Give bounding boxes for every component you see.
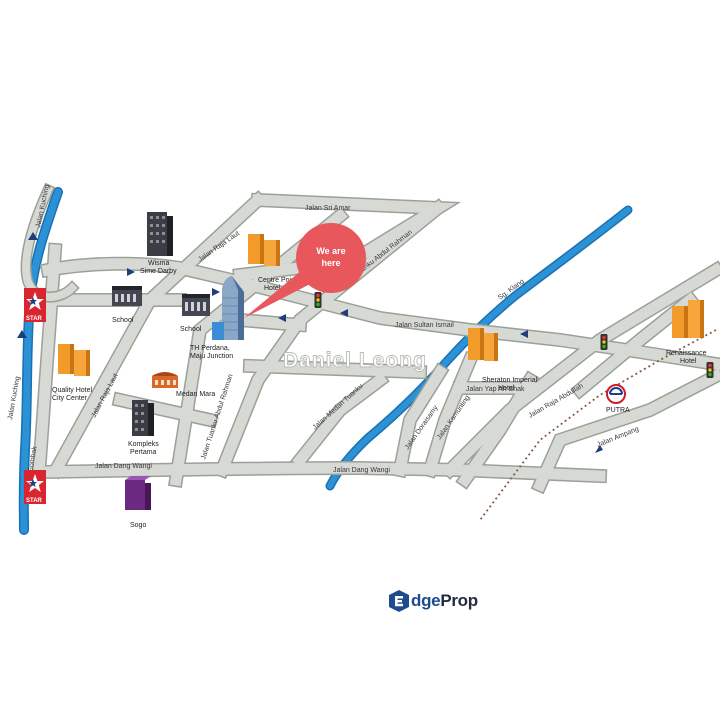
svg-text:STAR: STAR <box>26 498 43 504</box>
edgeprop-logo-text: dgeProp <box>411 591 478 610</box>
label-jalan-kuching-left: Jalan Kuching <box>7 376 22 421</box>
watermark: Daniel Leong <box>283 349 427 372</box>
svg-text:Sogo: Sogo <box>130 522 146 529</box>
label-jalan-dang-wangi-left: Jalan Dang Wangi <box>95 463 152 470</box>
svg-text:Quality Hotel: Quality Hotel <box>52 387 93 394</box>
svg-text:We are: We are <box>316 246 345 256</box>
svg-text:City Center: City Center <box>52 395 88 402</box>
building-school-left: School <box>112 286 142 324</box>
building-quality-hotel: Quality Hotel City Center <box>52 344 93 402</box>
svg-text:Maju Junction: Maju Junction <box>190 353 233 360</box>
road-network <box>20 182 720 503</box>
label-jalan-sultan-ismail: Jalan Sultan Ismail <box>395 322 454 329</box>
putra-lrt-icon: PUTRA <box>606 384 630 414</box>
svg-text:TH Perdana,: TH Perdana, <box>190 345 230 352</box>
svg-text:Hotel: Hotel <box>680 358 697 365</box>
svg-text:Sime Darby: Sime Darby <box>140 268 177 275</box>
edgeprop-logo-icon <box>389 590 409 612</box>
star-lrt-icon-bottom: STAR <box>24 470 46 504</box>
building-medan-mara: Medan Mara <box>152 372 215 398</box>
building-th-perdana: TH Perdana, Maju Junction <box>190 276 244 360</box>
building-wisma-sime-darby: Wisma Sime Darby <box>140 212 177 275</box>
svg-text:Hotel: Hotel <box>498 385 515 392</box>
label-jalan-dang-wangi-right: Jalan Dang Wangi <box>333 467 390 474</box>
svg-text:Kompleks: Kompleks <box>128 441 159 448</box>
river-gombak <box>18 187 63 535</box>
building-sheraton-imperial: Sheraton Imperial Hotel <box>468 328 538 392</box>
svg-text:Medan Mara: Medan Mara <box>176 391 215 398</box>
svg-text:Renaissance: Renaissance <box>666 350 707 357</box>
svg-text:STAR: STAR <box>26 316 43 322</box>
svg-text:PUTRA: PUTRA <box>606 407 630 414</box>
edgeprop-logo[interactable]: dgeProp <box>389 588 478 614</box>
we-are-here-callout: We are here <box>244 223 366 318</box>
svg-text:Sheraton Imperial: Sheraton Imperial <box>482 377 538 384</box>
direction-arrows <box>17 232 603 453</box>
building-centre-point-hotel: Centre Point Hotel <box>248 234 297 292</box>
label-jalan-yap-ah-shak: Jalan Yap Ah Shak <box>466 386 525 393</box>
svg-text:Pertama: Pertama <box>130 449 157 456</box>
svg-text:Centre Point: Centre Point <box>258 277 297 284</box>
label-jalan-sri-amar: Jalan Sri Amar <box>305 205 351 212</box>
svg-text:School: School <box>180 326 202 333</box>
building-sogo: Sogo <box>125 476 151 529</box>
star-lrt-icon-top: STAR <box>24 288 46 322</box>
building-school-right: School <box>180 294 210 333</box>
river-klang <box>325 205 633 491</box>
svg-text:School: School <box>112 317 134 324</box>
building-renaissance-hotel: Renaissance Hotel <box>666 300 707 365</box>
label-jalan-medan-tuanku: Jalan Medan Tuanku <box>312 383 365 432</box>
rail-line <box>479 329 717 521</box>
svg-text:Hotel: Hotel <box>264 285 281 292</box>
svg-text:Wisma: Wisma <box>148 260 169 267</box>
building-kompleks-pertama: Kompleks Pertama <box>128 400 159 456</box>
svg-text:here: here <box>321 258 340 268</box>
